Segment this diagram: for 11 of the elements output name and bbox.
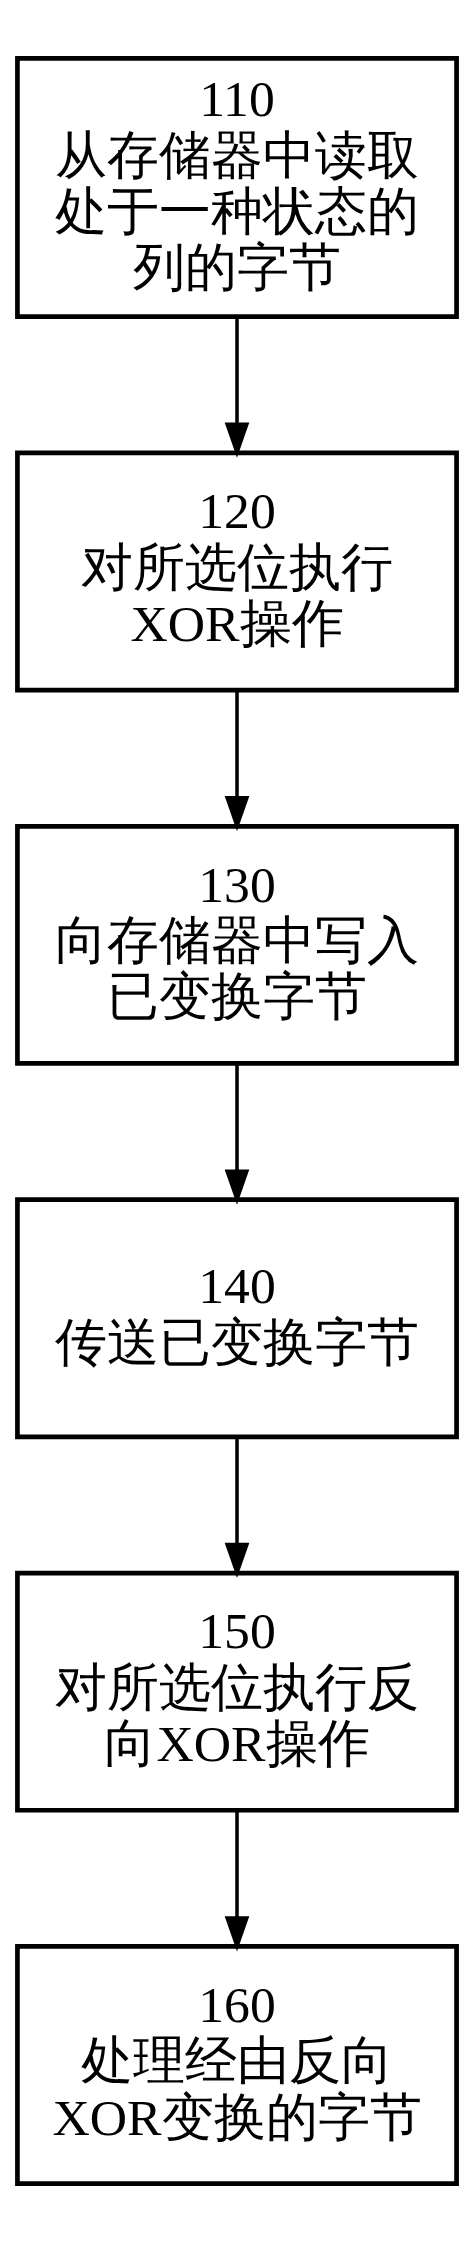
node-box: 140 传送已变换字节 xyxy=(15,1196,459,1439)
arrow xyxy=(224,690,250,831)
arrow xyxy=(224,1810,250,1951)
node-box: 160 处理经由反向XOR变换的字节 xyxy=(15,1943,459,2186)
node-box: 120 对所选位执行XOR操作 xyxy=(15,450,459,692)
node-box: 130 向存储器中写入已变换字节 xyxy=(15,823,459,1066)
arrow xyxy=(224,1063,250,1205)
arrow xyxy=(224,316,250,458)
arrow xyxy=(224,1436,250,1578)
node-box: 150 对所选位执行反向XOR操作 xyxy=(15,1570,459,1813)
node-box: 110 从存储器中读取处于一种状态的列的字节 xyxy=(15,55,459,319)
